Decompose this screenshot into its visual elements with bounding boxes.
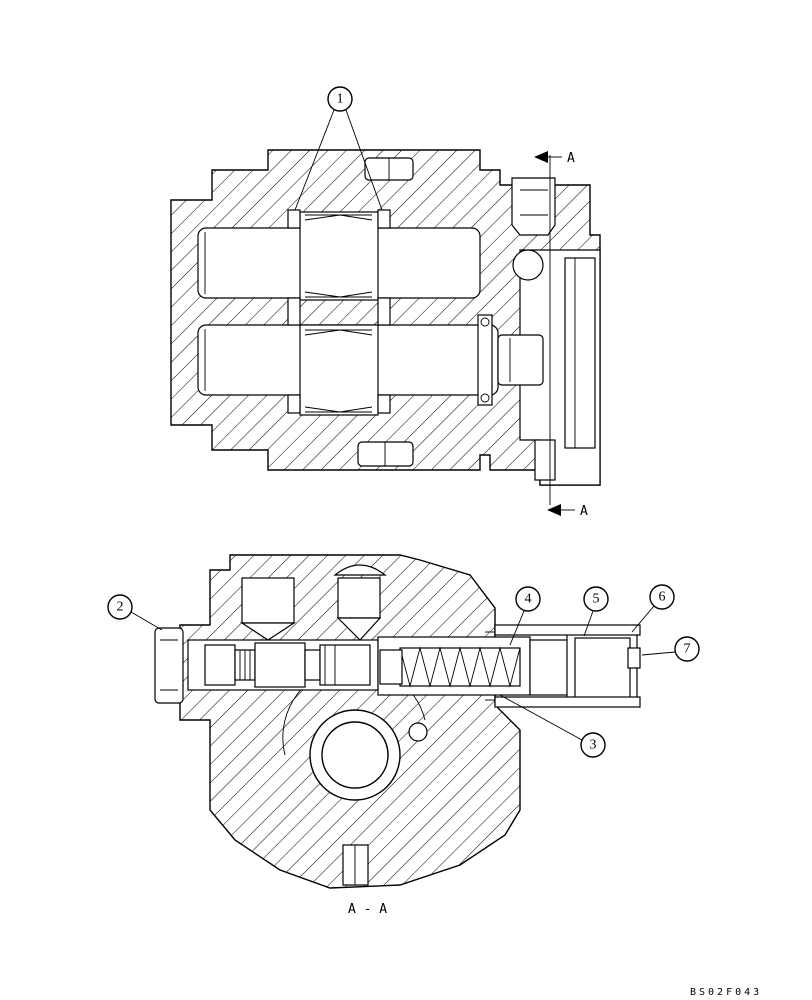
callout-2-number: 2 bbox=[117, 600, 124, 615]
callout-5: 5 bbox=[583, 586, 609, 637]
port-plug-right bbox=[337, 577, 381, 619]
end-plug-2 bbox=[154, 627, 184, 704]
end-cover-face bbox=[564, 257, 596, 449]
callout-4-number: 4 bbox=[525, 592, 532, 607]
port-plug-left bbox=[241, 577, 295, 624]
bottom-dowel-pin bbox=[357, 441, 414, 467]
callout-7: 7 bbox=[641, 636, 700, 662]
shaft-seal bbox=[477, 314, 493, 406]
section-title: A - A bbox=[348, 902, 387, 917]
callout-3: 3 bbox=[499, 694, 606, 758]
section-mark-bottom: A bbox=[580, 504, 588, 519]
drawing-code: BS02F043 bbox=[690, 987, 762, 998]
small-passage bbox=[408, 722, 428, 742]
callout-6: 6 bbox=[631, 584, 675, 633]
spring-4 bbox=[399, 647, 521, 687]
adjust-screw-5 bbox=[529, 639, 571, 696]
callout-5-number: 5 bbox=[593, 592, 600, 607]
upper-gear bbox=[299, 211, 379, 301]
callout-7-number: 7 bbox=[684, 642, 691, 657]
relief-plug bbox=[511, 177, 556, 236]
lower-gear bbox=[299, 324, 379, 416]
callout-6-number: 6 bbox=[659, 590, 666, 605]
section-view bbox=[154, 554, 641, 889]
callout-3-number: 3 bbox=[590, 738, 597, 753]
locknut-7 bbox=[627, 647, 641, 669]
top-view: A A bbox=[170, 149, 601, 519]
callout-4: 4 bbox=[509, 586, 541, 646]
callout-1-number: 1 bbox=[337, 92, 344, 107]
callout-2: 2 bbox=[107, 594, 163, 631]
port-passage bbox=[512, 249, 544, 281]
drive-shaft-end bbox=[497, 334, 544, 386]
top-section-arrow bbox=[534, 151, 548, 163]
section-mark-top: A bbox=[567, 151, 575, 166]
bottom-section-arrow bbox=[547, 504, 561, 516]
callout-1: 1 bbox=[294, 86, 383, 211]
